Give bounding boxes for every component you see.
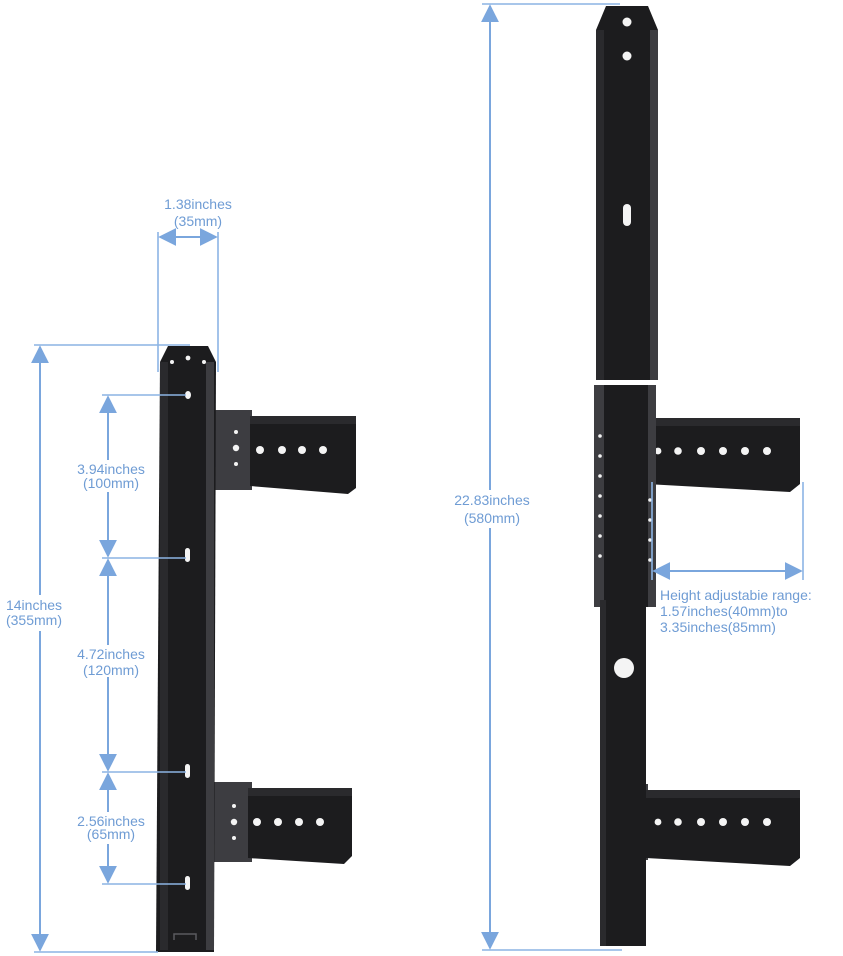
short-bracket-rail xyxy=(156,346,216,952)
spacing-2-label-mm: (120mm) xyxy=(83,662,139,678)
long-bracket xyxy=(594,6,800,946)
short-bracket-lower-arm xyxy=(212,782,352,864)
spacing-2-label-inches: 4.72inches xyxy=(77,646,145,662)
spacing-1-label-inches: 3.94inches xyxy=(77,461,145,477)
short-bracket-upper-arm xyxy=(212,410,356,494)
long-height-label-mm: (580mm) xyxy=(464,510,520,526)
short-height-label-inches: 14inches xyxy=(6,597,62,613)
long-height-label-inches: 22.83inches xyxy=(454,492,530,508)
range-label-title: Height adjustabie range: xyxy=(660,587,812,603)
spacing-3-label-mm: (65mm) xyxy=(87,826,135,842)
width-label-mm: (35mm) xyxy=(174,213,222,229)
spacing-3-label-inches: 2.56inches xyxy=(77,813,145,829)
hole-spacing-dimensions: 3.94inches (100mm) 4.72inches (120mm) 2.… xyxy=(68,394,186,885)
long-height-dimension: 22.83inches (580mm) xyxy=(446,3,622,951)
short-bracket xyxy=(156,346,356,952)
short-height-dimension: 14inches (355mm) xyxy=(2,344,190,953)
range-label-min: 1.57inches(40mm)to xyxy=(660,603,788,619)
width-label-inches: 1.38inches xyxy=(164,196,232,212)
range-label-max: 3.35inches(85mm) xyxy=(660,619,776,635)
spacing-1-label-mm: (100mm) xyxy=(83,475,139,491)
height-range-dimension: Height adjustabie range: 1.57inches(40mm… xyxy=(651,482,812,635)
short-height-label-mm: (355mm) xyxy=(6,612,62,628)
width-dimension: 1.38inches (35mm) xyxy=(157,196,232,372)
